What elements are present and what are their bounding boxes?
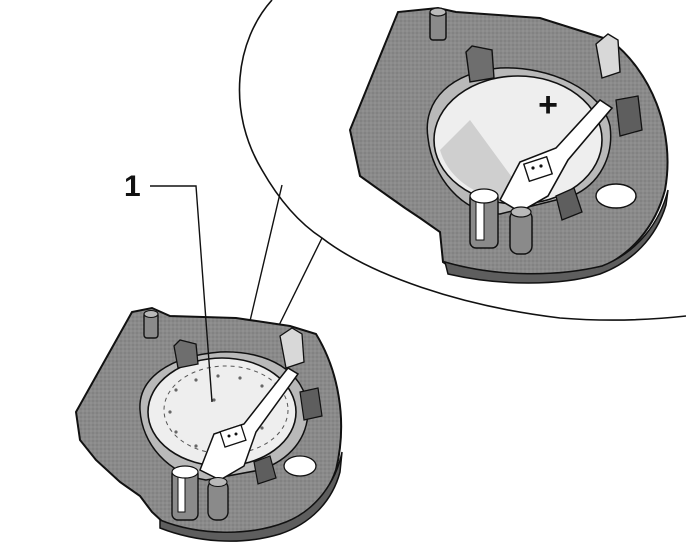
callout-number: 1 bbox=[124, 170, 141, 203]
callout-1: 1 bbox=[124, 170, 213, 403]
magnified-contact-clip bbox=[498, 98, 614, 213]
magnified-housing-rim bbox=[443, 189, 669, 284]
main-spring-contact bbox=[279, 327, 305, 369]
magnified-battery-shade bbox=[440, 120, 530, 203]
magnified-latch-tab bbox=[465, 45, 495, 83]
main-view bbox=[74, 306, 343, 542]
battery-cell-dots bbox=[168, 374, 270, 448]
magnified-detail-view: + bbox=[237, 0, 686, 373]
magnified-spring-contact bbox=[595, 33, 621, 79]
main-side-hole bbox=[283, 455, 317, 477]
callout-leader-line bbox=[150, 185, 213, 403]
main-housing-rim bbox=[159, 451, 343, 542]
battery-polarity-mark: + bbox=[538, 86, 558, 124]
magnified-contact-tab bbox=[522, 155, 554, 183]
magnifier-bubble-outline bbox=[238, 0, 686, 321]
magnified-side-hole bbox=[595, 183, 637, 209]
main-latch-tab bbox=[173, 339, 199, 369]
